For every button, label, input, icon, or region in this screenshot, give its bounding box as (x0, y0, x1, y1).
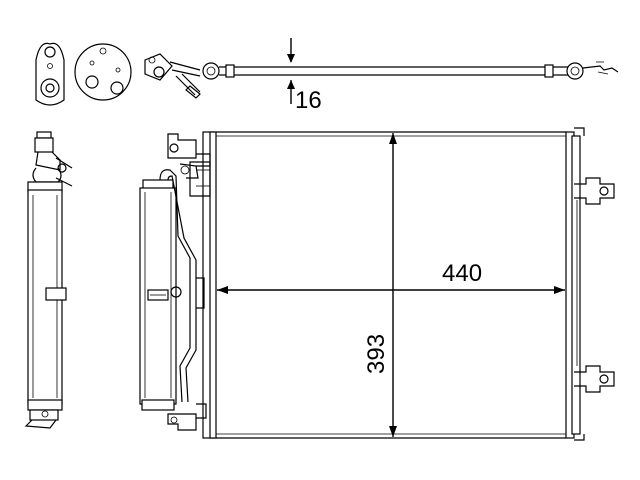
width-dimension: 440 (217, 260, 565, 294)
height-dimension: 393 (363, 133, 397, 437)
condenser-left-header (167, 131, 217, 439)
flange-detail-small (35, 42, 65, 106)
thickness-label: 16 (295, 87, 322, 114)
pipe-side-view (144, 53, 619, 99)
receiver-drier-side (139, 163, 199, 411)
condenser-core (216, 131, 566, 439)
receiver-drier-front (24, 131, 73, 429)
thickness-dimension: 16 (287, 38, 322, 114)
width-label: 440 (442, 260, 482, 287)
height-label: 393 (363, 334, 390, 374)
condenser-right-header (565, 127, 615, 441)
flange-detail-round (74, 43, 132, 101)
